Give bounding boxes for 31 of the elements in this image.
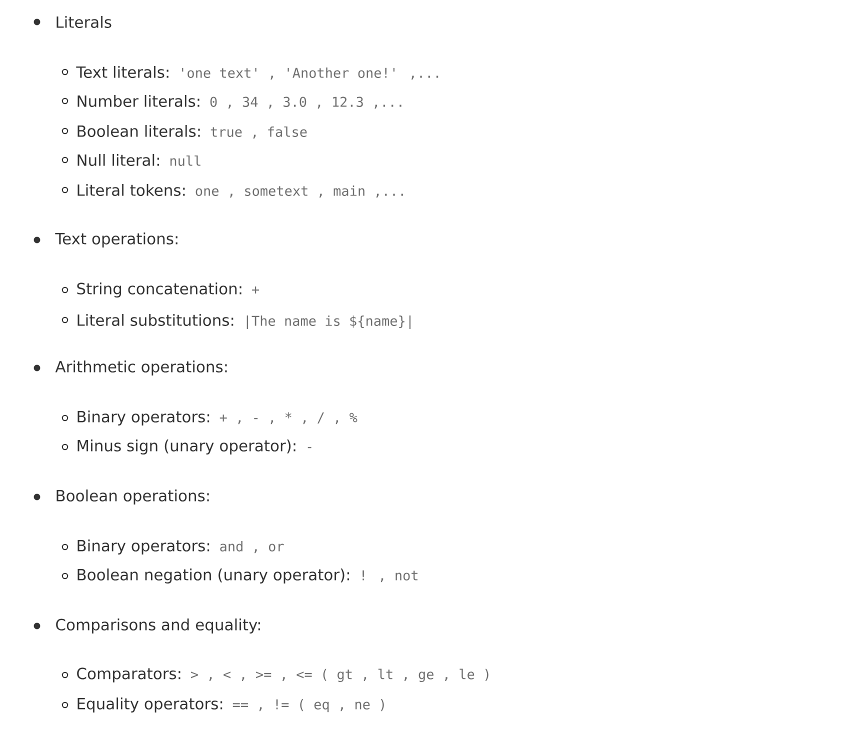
code-text: 'one text' , 'Another one!' ,... (182, 68, 438, 80)
item-label: Minus sign (unary operator): (78, 440, 296, 454)
section-heading: Arithmetic operations: (55, 360, 227, 376)
item-label: Binary operators: (78, 540, 210, 555)
item-label: Binary operators: (78, 410, 210, 426)
code-text: ! , not (362, 570, 418, 582)
section-heading: Comparisons and equality: (56, 618, 260, 634)
item-label: String concatenation: (77, 282, 242, 298)
code-text: |The name is ${name}| (246, 315, 411, 329)
code-text: - (308, 447, 312, 448)
item-label: Number literals: (78, 95, 200, 107)
code-text: true , false (210, 126, 307, 139)
code-text: and , or (220, 541, 284, 554)
section-heading: Boolean operations: (56, 490, 209, 504)
item-label: Literal substitutions: (78, 314, 234, 326)
item-label: Boolean literals: (78, 125, 200, 137)
code-text: > , < , >= , <= ( gt , lt , ge , le ) (191, 668, 488, 682)
item-label: Comparators: (77, 668, 180, 682)
code-text: one , sometext , main ,... (196, 186, 403, 198)
item-label: Text literals: (76, 66, 168, 78)
code-text: null (170, 155, 200, 166)
item-label: Boolean negation (unary operator): (78, 568, 350, 584)
item-label: Equality operators: (78, 698, 222, 713)
code-text: == , != ( eq , ne ) (232, 699, 384, 712)
section-heading: Literals (56, 16, 112, 28)
item-label: Null literal: (78, 154, 159, 166)
code-text: + (252, 286, 260, 294)
item-label: Literal tokens: (78, 184, 185, 196)
code-text: + , - , * , / , % (220, 412, 358, 424)
section-heading: Text operations: (55, 232, 178, 248)
code-text: 0 , 34 , 3.0 , 12.3 ,... (210, 96, 402, 109)
